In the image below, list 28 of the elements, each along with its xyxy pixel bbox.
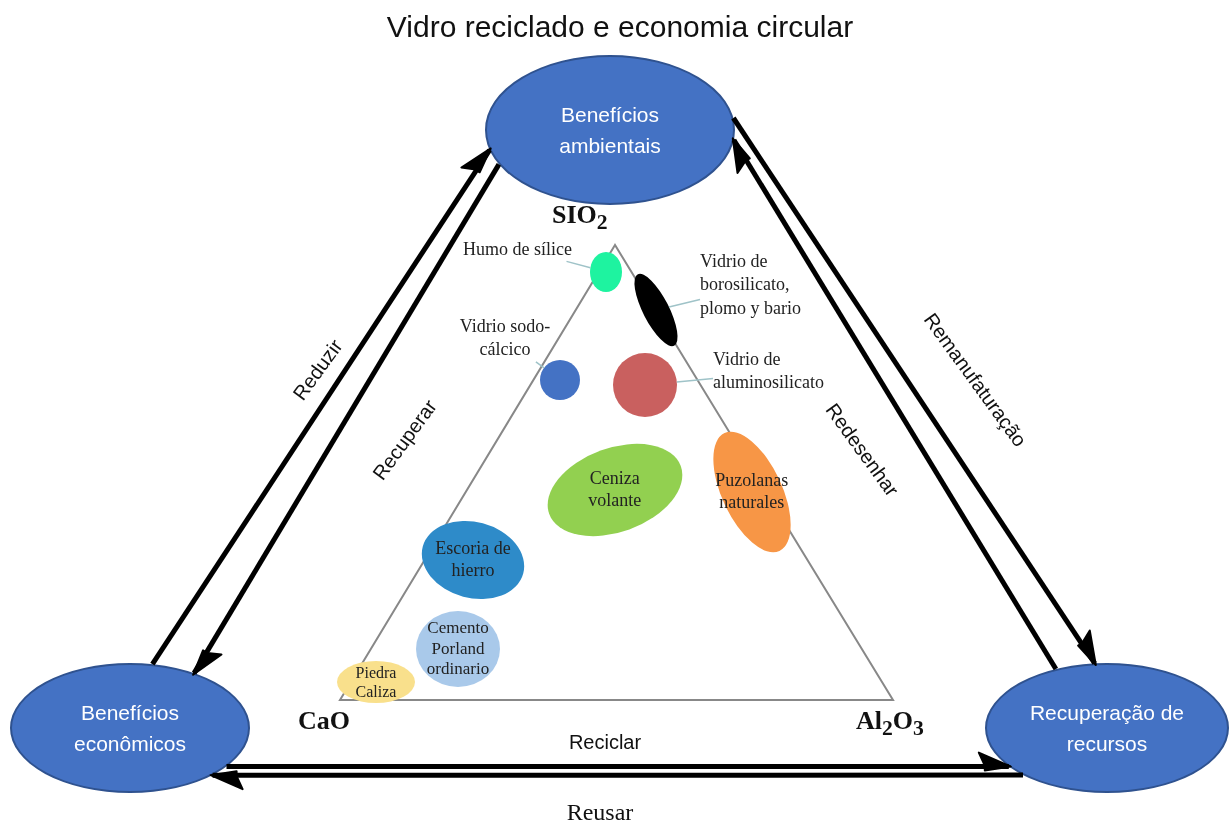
leader-line <box>535 361 545 369</box>
material-label: Piedra Caliza <box>354 662 398 702</box>
half-arrow <box>226 751 1012 772</box>
material-label: Humo de sílice <box>463 238 583 262</box>
edge-label: Reciclar <box>568 730 642 754</box>
vertex-label: SIO$_{2}$ <box>552 202 608 234</box>
material-label: Vidrio sodo-cálcico <box>450 315 560 362</box>
half-arrow <box>191 163 502 676</box>
material-label: Cemento Porland ordinario <box>425 618 491 680</box>
benefit-ellipse: Benefícios econômicos <box>10 663 250 793</box>
benefit-ellipse: Benefícios ambientais <box>485 55 735 205</box>
half-arrow <box>150 147 492 666</box>
material-ellipse <box>337 661 415 703</box>
material-label: Vidrio de borosilicato, plomo y bario <box>700 250 822 321</box>
particle-ellipse <box>540 360 580 400</box>
material-label: Vidrio de aluminosilicato <box>713 348 863 395</box>
vertex-label: Al$_{2}$O$_{3}$ <box>856 708 924 740</box>
vertex-label: CaO <box>298 708 350 734</box>
title: Vidro reciclado e economia circular <box>385 10 855 44</box>
edge-label: Reusar <box>566 798 634 825</box>
particle-ellipse <box>590 252 622 292</box>
leader-line <box>668 298 701 308</box>
leader-line <box>565 260 592 269</box>
half-arrow <box>209 770 1023 791</box>
material-label: Escoria de hierro <box>434 538 512 582</box>
leader-line <box>676 377 714 383</box>
material-label: Ceniza volante <box>587 468 643 512</box>
benefit-ellipse: Recuperação de recursos <box>985 663 1229 793</box>
